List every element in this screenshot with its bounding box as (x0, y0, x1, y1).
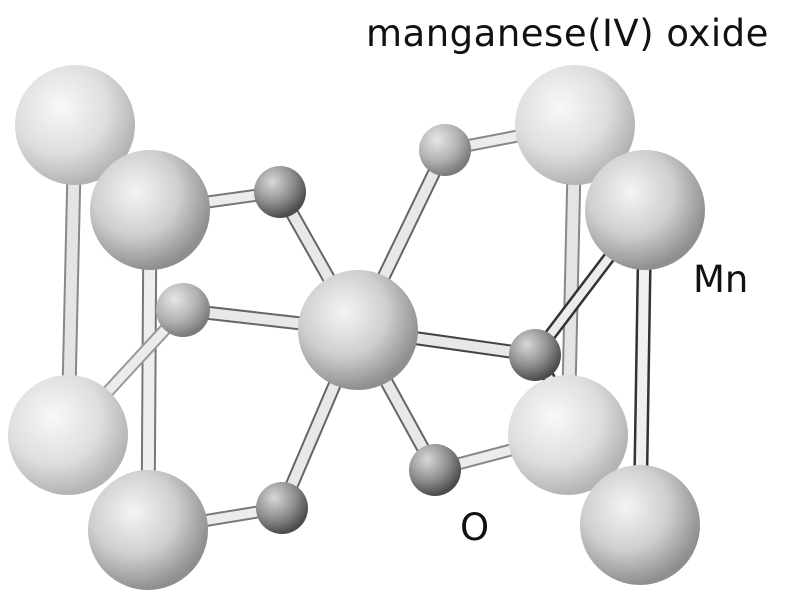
front-atoms (88, 150, 705, 590)
o-atom (254, 166, 306, 218)
o-atom (509, 329, 561, 381)
mn-atom (585, 150, 705, 270)
mn-atom (508, 375, 628, 495)
mn-atom (515, 65, 635, 185)
o-atom (256, 482, 308, 534)
diagram-title: manganese(IV) oxide (366, 12, 769, 55)
mn-label: Mn (693, 258, 749, 301)
o-label: O (460, 506, 490, 549)
back-atoms (8, 65, 635, 495)
mn-atom (8, 375, 128, 495)
mn-atom (90, 150, 210, 270)
o-atom (419, 124, 471, 176)
o-atom (409, 444, 461, 496)
mn-atom (88, 470, 208, 590)
mn-atom-center (298, 270, 418, 390)
mn-atom (15, 65, 135, 185)
o-atom (156, 283, 210, 337)
mn-atom (580, 465, 700, 585)
